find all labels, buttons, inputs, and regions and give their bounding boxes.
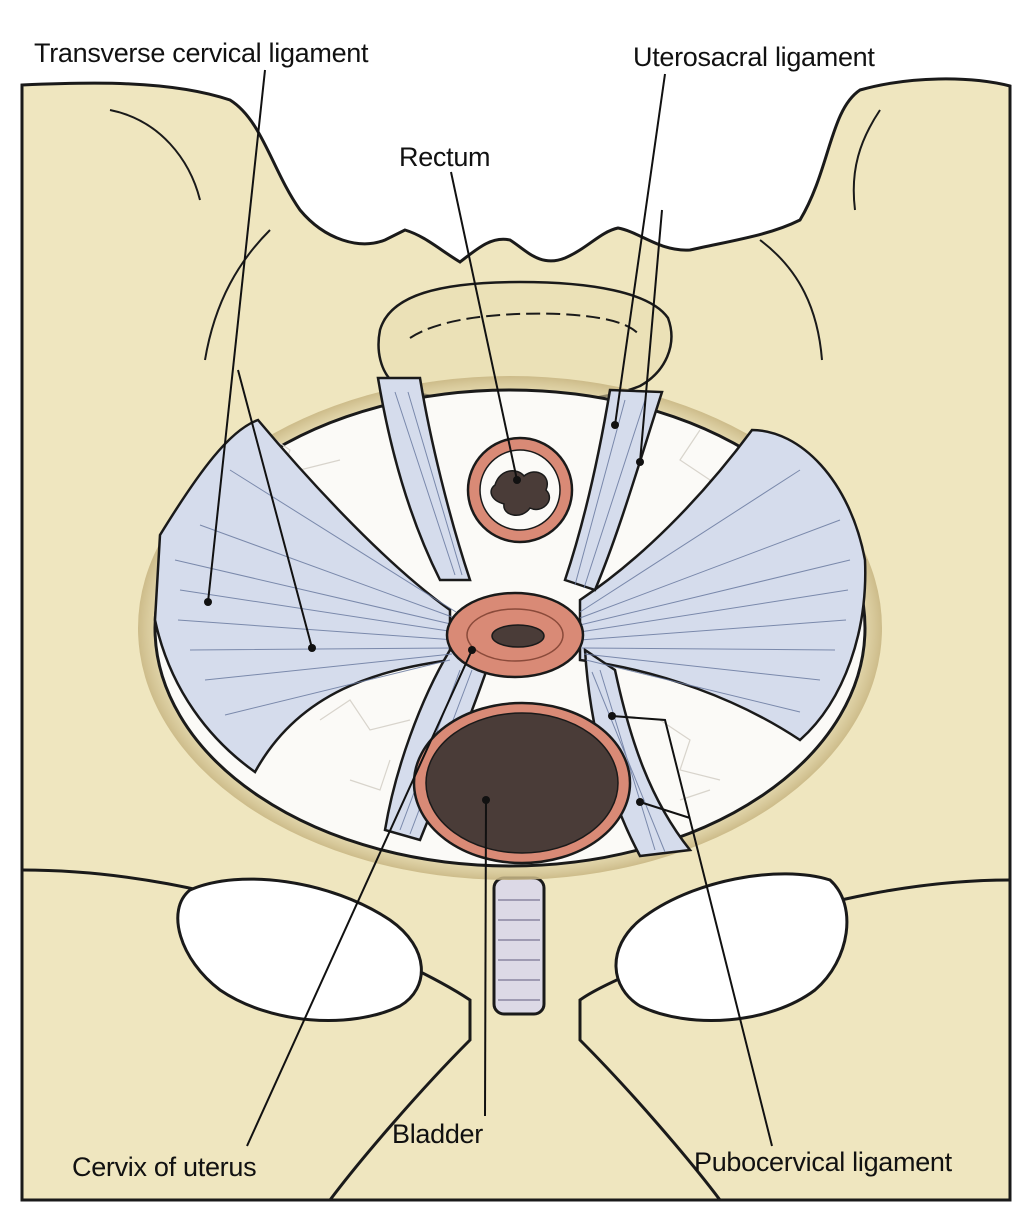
sacrum-inner-line: [409, 312, 641, 339]
label-uterosacral-ligament: Uterosacral ligament: [633, 42, 875, 72]
label-pubocervical-ligament: Pubocervical ligament: [694, 1147, 953, 1177]
leader-lines: [207, 69, 773, 1147]
ligaments: [153, 376, 867, 858]
iliac-line-left: [109, 109, 201, 201]
obturator-foramen-left: [176, 877, 423, 1023]
label-bladder: Bladder: [392, 1119, 483, 1149]
uterosacral-ligament-right: [563, 388, 664, 592]
iliac-line-left-2: [204, 229, 271, 361]
cervix: [445, 591, 585, 679]
symphysis-stripes: [498, 899, 540, 1001]
rectum: [466, 436, 574, 544]
bladder: [412, 701, 632, 865]
leader-dots: [204, 421, 644, 806]
iliac-line-right: [852, 109, 881, 211]
obturator-foramen-right: [614, 872, 849, 1022]
iliac-line-right-2: [759, 239, 823, 361]
pubic-symphysis: [492, 876, 546, 1016]
label-transverse-cervical-ligament: Transverse cervical ligament: [34, 38, 369, 68]
label-rectum: Rectum: [399, 142, 490, 172]
label-cervix-of-uterus: Cervix of uterus: [72, 1152, 256, 1182]
